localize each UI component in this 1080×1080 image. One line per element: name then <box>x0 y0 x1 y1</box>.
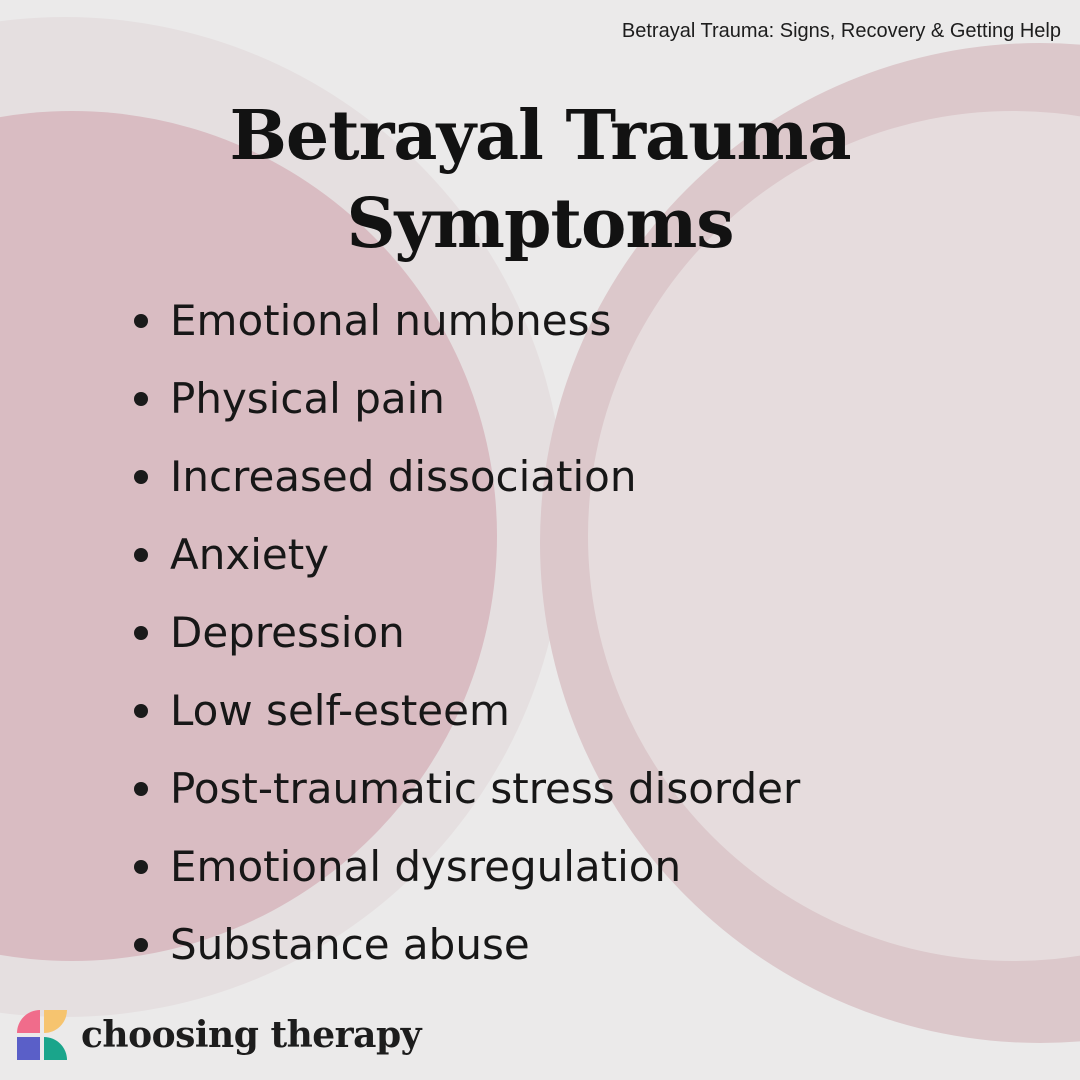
bullet-icon <box>134 470 148 484</box>
symptom-item: Depression <box>130 594 800 672</box>
symptom-item: Emotional numbness <box>130 282 800 360</box>
symptom-label: Anxiety <box>170 530 330 579</box>
title-line-2: Symptoms <box>346 184 734 264</box>
symptom-label: Physical pain <box>170 374 445 423</box>
symptom-label: Increased dissociation <box>170 452 637 501</box>
bullet-icon <box>134 860 148 874</box>
symptom-label: Emotional numbness <box>170 296 612 345</box>
page-title: Betrayal Trauma Symptoms <box>0 92 1080 268</box>
bullet-icon <box>134 938 148 952</box>
bullet-icon <box>134 626 148 640</box>
symptom-item: Increased dissociation <box>130 438 800 516</box>
symptom-label: Post-traumatic stress disorder <box>170 764 801 813</box>
bullet-icon <box>134 548 148 562</box>
title-line-1: Betrayal Trauma <box>229 96 851 176</box>
bullet-icon <box>134 782 148 796</box>
choosing-therapy-logo-icon <box>17 1010 67 1060</box>
brand-name: choosing therapy <box>81 1014 422 1056</box>
symptom-item: Low self-esteem <box>130 672 800 750</box>
symptom-label: Emotional dysregulation <box>170 842 682 891</box>
symptom-item: Emotional dysregulation <box>130 828 800 906</box>
symptom-item: Physical pain <box>130 360 800 438</box>
symptom-label: Low self-esteem <box>170 686 510 735</box>
symptom-item: Anxiety <box>130 516 800 594</box>
symptom-item: Post-traumatic stress disorder <box>130 750 800 828</box>
symptom-label: Substance abuse <box>170 920 530 969</box>
symptom-label: Depression <box>170 608 405 657</box>
symptom-item: Substance abuse <box>130 906 800 984</box>
brand-logo: choosing therapy <box>15 1008 422 1062</box>
bullet-icon <box>134 392 148 406</box>
bullet-icon <box>134 314 148 328</box>
symptom-list: Emotional numbness Physical pain Increas… <box>130 282 800 984</box>
article-caption: Betrayal Trauma: Signs, Recovery & Getti… <box>621 20 1061 42</box>
bullet-icon <box>134 704 148 718</box>
